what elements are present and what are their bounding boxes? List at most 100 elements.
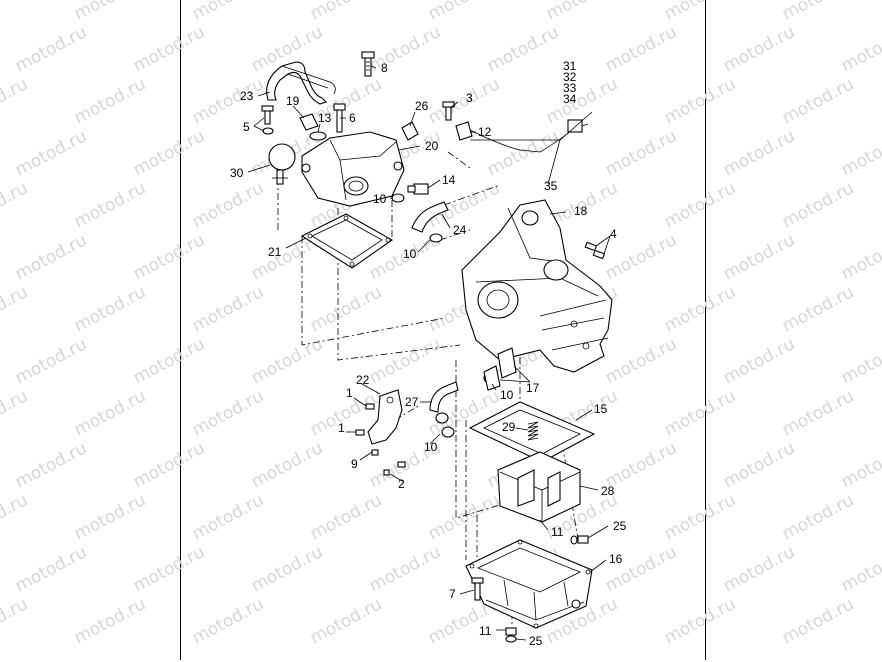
- callout-1a: 1: [346, 386, 353, 400]
- callout-18: 18: [574, 204, 588, 218]
- callout-23: 23: [240, 89, 254, 103]
- watermark-text: motod.ru: [838, 22, 882, 76]
- watermark-text: motod.ru: [71, 74, 149, 128]
- watermark-text: motod.ru: [12, 542, 90, 596]
- watermark-text: motod.ru: [838, 126, 882, 180]
- watermark-text: motod.ru: [12, 438, 90, 492]
- callout-10a: 10: [373, 192, 387, 206]
- callout-8: 8: [381, 61, 388, 75]
- callout-22: 22: [356, 373, 370, 387]
- watermark-text: motod.ru: [602, 126, 680, 180]
- watermark-text: motod.ru: [366, 542, 444, 596]
- callout-1b: 1: [338, 421, 345, 435]
- bracket-22: [355, 389, 406, 476]
- watermark-text: motod.ru: [661, 74, 739, 128]
- watermark-text: motod.ru: [307, 490, 385, 544]
- callout-17: 17: [526, 381, 540, 395]
- callout-32: 32: [563, 70, 577, 84]
- leader-lines: [247, 65, 611, 641]
- callout-10c: 10: [500, 388, 514, 402]
- bolt-8: [361, 51, 375, 77]
- callout-2: 2: [398, 477, 405, 491]
- watermark-text: motod.ru: [720, 542, 798, 596]
- watermark-text: motod.ru: [71, 490, 149, 544]
- bolt-6: [333, 103, 346, 133]
- watermark-text: motod.ru: [661, 594, 739, 648]
- watermark-text: motod.ru: [543, 0, 621, 24]
- watermark-text: motod.ru: [0, 386, 31, 440]
- watermark-text: motod.ru: [720, 438, 798, 492]
- callout-21: 21: [268, 245, 282, 259]
- gasket-15: [468, 401, 596, 463]
- watermark-text: motod.ru: [779, 282, 857, 336]
- callout-5: 5: [243, 120, 250, 134]
- watermark-text: motod.ru: [0, 594, 31, 648]
- watermark-text: motod.ru: [720, 230, 798, 284]
- watermark-text: motod.ru: [0, 74, 31, 128]
- callout-13: 13: [318, 111, 332, 125]
- watermark-text: motod.ru: [130, 126, 208, 180]
- watermark-text: motod.ru: [720, 334, 798, 388]
- callout-4: 4: [610, 227, 617, 241]
- sender-14: [407, 183, 429, 195]
- watermark-text: motod.ru: [661, 490, 739, 544]
- hose-27: [429, 381, 459, 413]
- callout-10d: 10: [424, 440, 438, 454]
- watermark-text: motod.ru: [661, 178, 739, 232]
- callout-35: 35: [544, 179, 558, 193]
- watermark-text: motod.ru: [366, 334, 444, 388]
- callout-14: 14: [442, 173, 456, 187]
- callout-11b: 11: [479, 624, 492, 638]
- watermark-text: motod.ru: [189, 0, 267, 24]
- watermark-text: motod.ru: [838, 542, 882, 596]
- callout-19: 19: [286, 94, 300, 108]
- watermark-text: motod.ru: [71, 594, 149, 648]
- callout-20: 20: [425, 139, 439, 153]
- watermark-text: motod.ru: [189, 74, 267, 128]
- watermark-text: motod.ru: [720, 22, 798, 76]
- watermark-text: motod.ru: [779, 178, 857, 232]
- watermark-text: motod.ru: [0, 0, 31, 24]
- watermark-text: motod.ru: [130, 22, 208, 76]
- callout-33: 33: [563, 81, 577, 95]
- watermark-text: motod.ru: [307, 594, 385, 648]
- watermark-text: motod.ru: [189, 594, 267, 648]
- watermark-text: motod.ru: [720, 126, 798, 180]
- watermark-text: motod.ru: [0, 178, 31, 232]
- callout-29: 29: [502, 420, 516, 434]
- watermark-text: motod.ru: [602, 334, 680, 388]
- watermark-text: motod.ru: [425, 0, 503, 24]
- dipstick: [268, 143, 296, 185]
- watermark-text: motod.ru: [12, 22, 90, 76]
- watermark-text: motod.ru: [425, 490, 503, 544]
- breather-valve: [299, 113, 327, 141]
- callout-9: 9: [351, 457, 358, 471]
- bolt-5: [261, 105, 274, 135]
- watermark-text: motod.ru: [307, 0, 385, 24]
- callout-24: 24: [453, 223, 467, 237]
- watermark-text: motod.ru: [484, 22, 562, 76]
- top-cover: [301, 131, 405, 207]
- oil-pan: [465, 539, 593, 629]
- watermark-text: motod.ru: [189, 386, 267, 440]
- vent-hose: [266, 61, 336, 105]
- fitting-26: [401, 121, 419, 141]
- watermark-text: motod.ru: [71, 0, 149, 24]
- callout-34: 34: [563, 92, 577, 106]
- watermark-text: motod.ru: [425, 74, 503, 128]
- baffle-28: [497, 451, 581, 523]
- watermark-text: motod.ru: [779, 386, 857, 440]
- watermark-text: motod.ru: [0, 490, 31, 544]
- watermark-text: motod.ru: [71, 178, 149, 232]
- callout-30: 30: [230, 166, 244, 180]
- watermark-text: motod.ru: [779, 594, 857, 648]
- diagram-frame: [180, 0, 706, 660]
- callout-28: 28: [601, 484, 615, 498]
- callout-6: 6: [349, 111, 356, 125]
- watermark-text: motod.ru: [602, 22, 680, 76]
- callout-15: 15: [594, 402, 608, 416]
- fasteners-lower: [471, 535, 589, 643]
- watermark-text: motod.ru: [189, 178, 267, 232]
- callout-7: 7: [449, 587, 456, 601]
